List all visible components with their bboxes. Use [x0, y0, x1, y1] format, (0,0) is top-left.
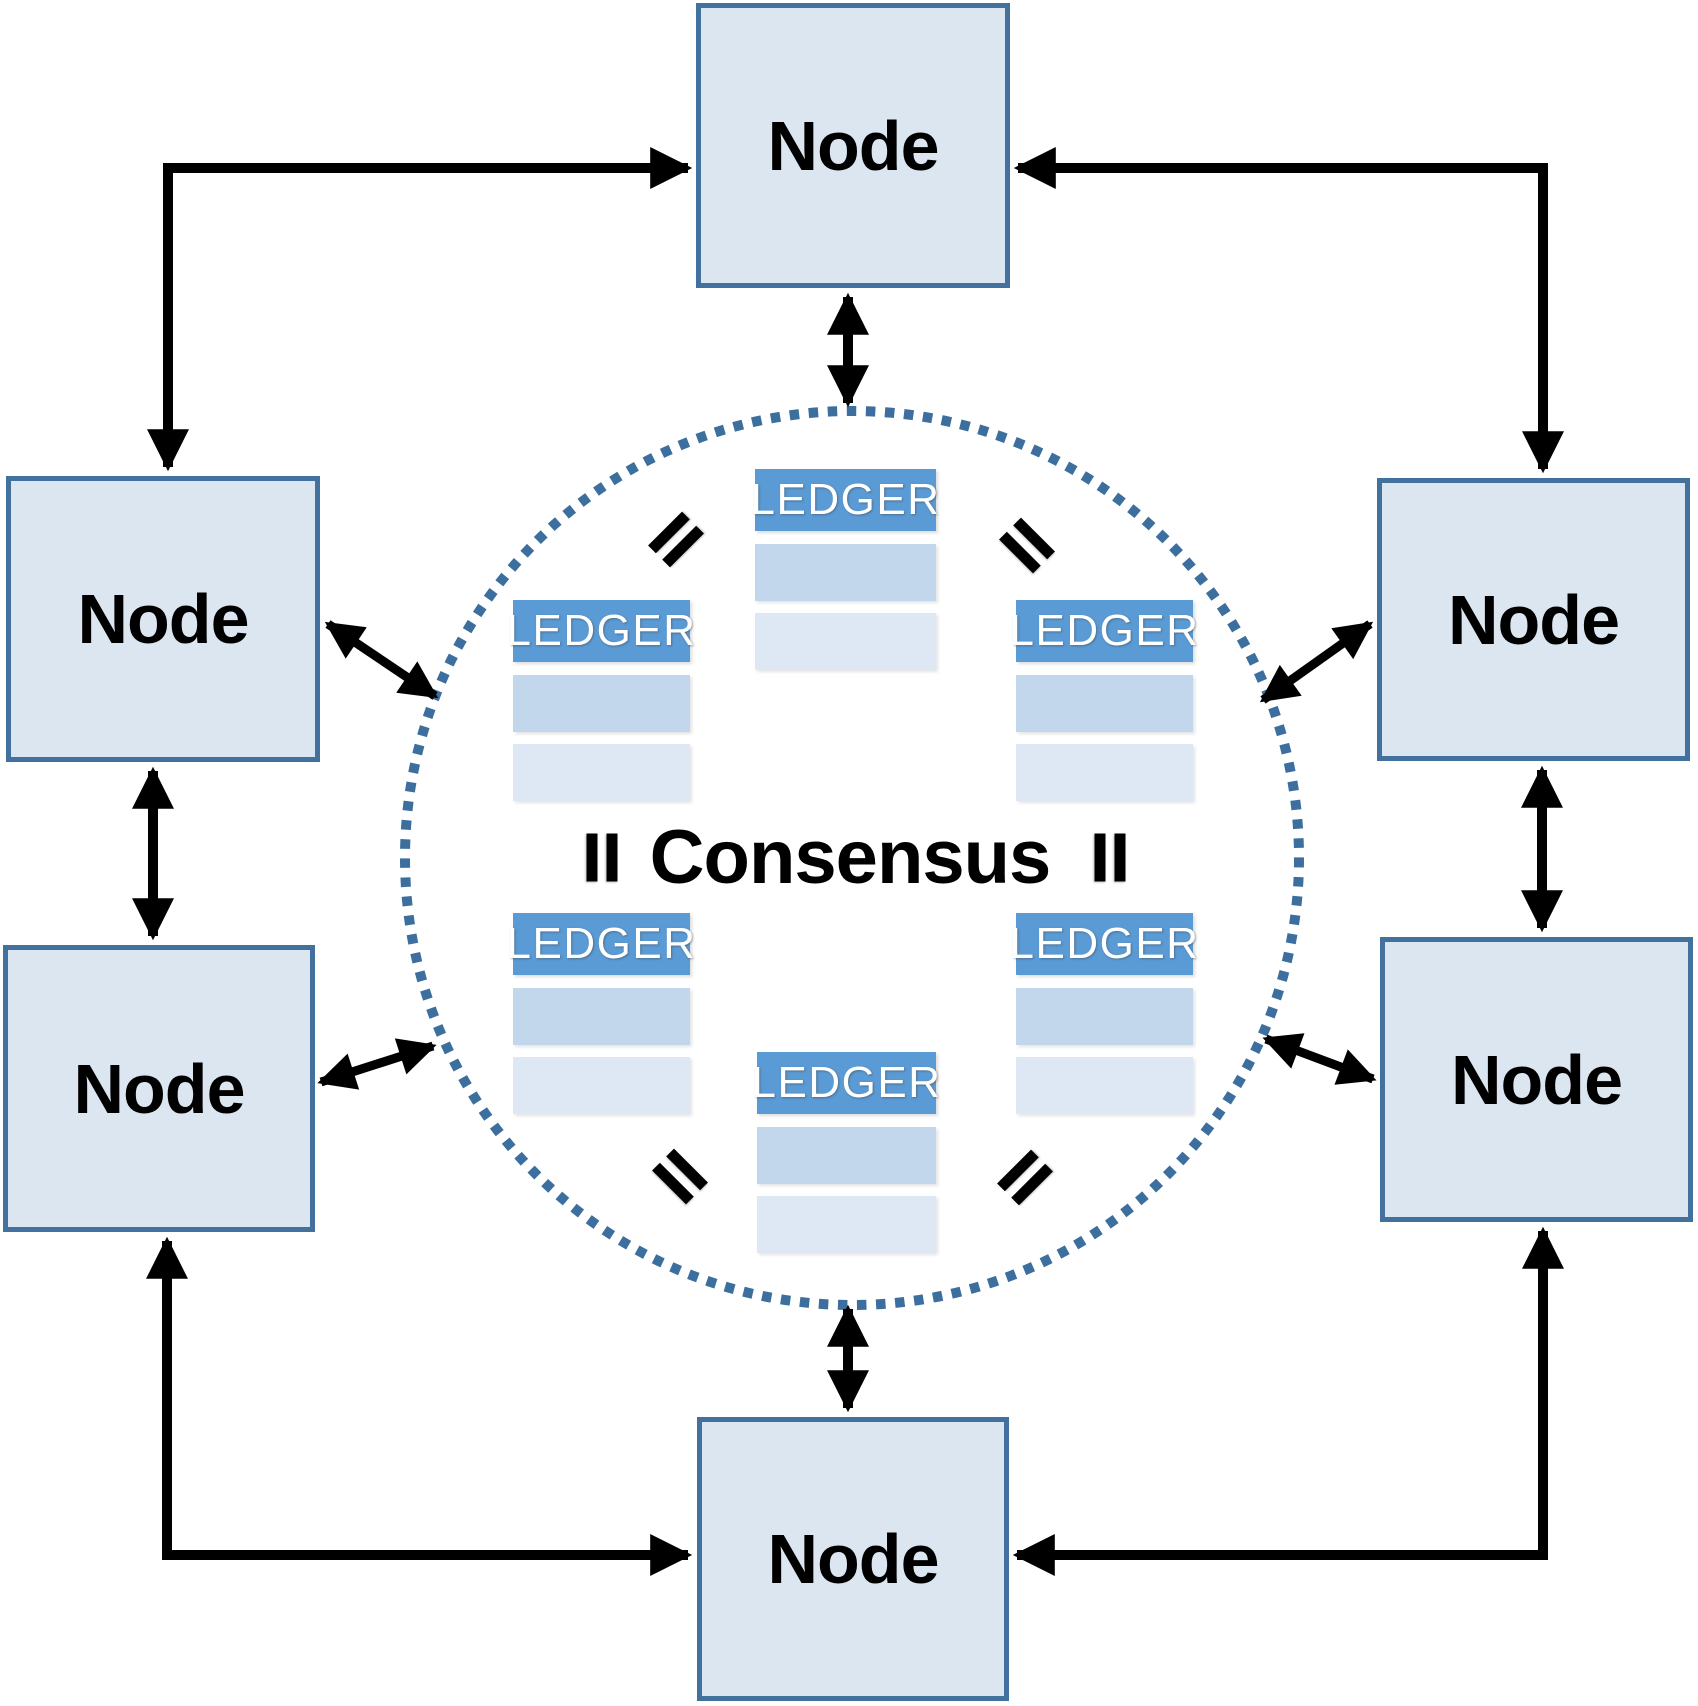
node-label: Node — [77, 580, 250, 658]
ledger-row — [1016, 1057, 1193, 1114]
node-label: Node — [73, 1049, 246, 1128]
arrow-right-lower-node-to-circle — [1262, 1033, 1377, 1085]
arrow-left-upper-node-to-circle — [324, 620, 439, 700]
node-box-right-upper: Node — [1377, 478, 1690, 761]
consensus-boundary-circle — [400, 406, 1304, 1310]
ledger-row — [757, 1196, 936, 1253]
ledger-table-lower-right: LEDGER — [1010, 913, 1198, 1126]
ledger-table-mid-left: LEDGER — [507, 600, 695, 813]
node-box-left-lower: Node — [3, 945, 315, 1232]
arrow-left-lower-node-to-circle — [317, 1038, 437, 1090]
ledger-row — [1016, 675, 1193, 732]
ledger-row — [755, 544, 936, 601]
mark-bar — [586, 833, 598, 882]
node-label: Node — [1448, 580, 1620, 659]
node-label: Node — [767, 106, 940, 185]
ledger-row — [757, 1127, 936, 1184]
mark-bar — [1114, 833, 1126, 882]
ledger-header: LEDGER — [752, 1052, 940, 1114]
ledger-row — [1016, 988, 1193, 1045]
mark-bar — [606, 833, 618, 882]
arrow-elbow-top-left — [147, 147, 693, 472]
equivalence-mark-mid-left-icon — [586, 833, 618, 882]
mark-bar — [1094, 833, 1106, 882]
ledger-table-bottom: LEDGER — [752, 1052, 940, 1265]
node-label: Node — [767, 1520, 940, 1598]
ledger-row — [513, 1057, 690, 1114]
node-box-right-lower: Node — [1380, 937, 1693, 1222]
ledger-header: LEDGER — [1010, 600, 1198, 662]
node-box-top: Node — [696, 3, 1010, 288]
node-box-left-upper: Node — [6, 476, 320, 762]
ledger-row — [755, 613, 936, 670]
node-label: Node — [1451, 1040, 1623, 1119]
arrow-right-upper-node-to-circle — [1259, 620, 1374, 704]
arrow-elbow-bottom-left — [146, 1236, 693, 1576]
equivalence-mark-mid-right-icon — [1094, 833, 1126, 882]
ledger-table-mid-right: LEDGER — [1010, 600, 1198, 813]
arrow-elbow-top-right — [1013, 147, 1564, 474]
ledger-table-lower-left: LEDGER — [507, 913, 695, 1126]
ledger-table-top: LEDGER — [751, 469, 939, 682]
ledger-row — [513, 675, 690, 732]
ledger-header: LEDGER — [507, 600, 695, 662]
node-box-bottom: Node — [697, 1417, 1009, 1701]
ledger-row — [513, 988, 690, 1045]
ledger-row — [1016, 744, 1193, 801]
ledger-header: LEDGER — [751, 469, 939, 531]
ledger-header: LEDGER — [1010, 913, 1198, 975]
arrow-elbow-bottom-right — [1012, 1226, 1564, 1576]
ledger-row — [513, 744, 690, 801]
ledger-header: LEDGER — [507, 913, 695, 975]
consensus-title: Consensus — [649, 815, 1052, 900]
